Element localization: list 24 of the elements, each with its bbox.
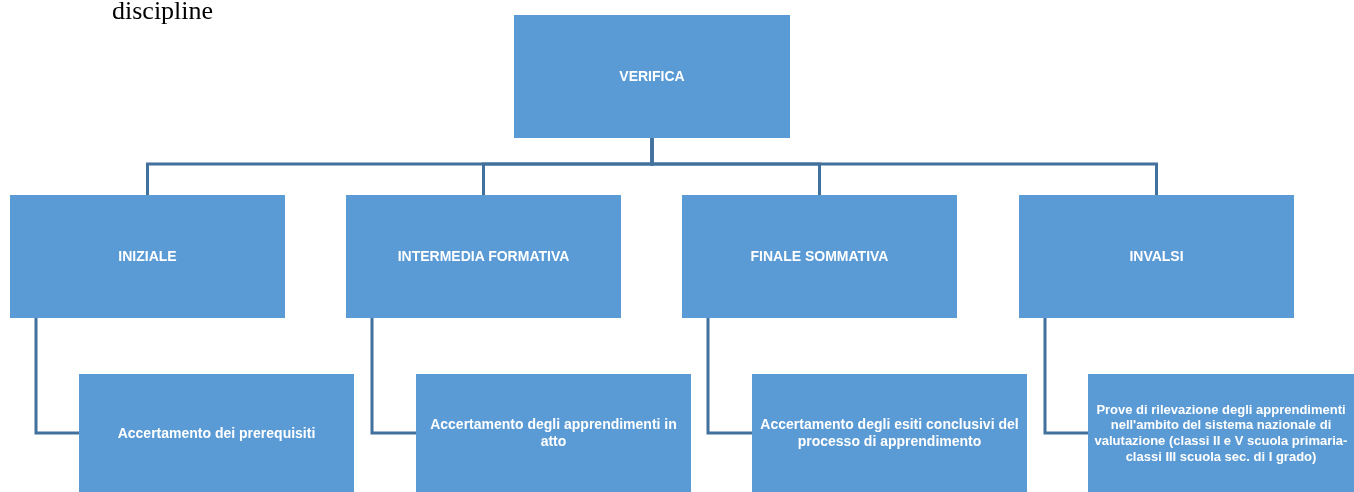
connector-line (370, 318, 416, 435)
connector-line (34, 318, 79, 435)
node-text: Prove di rilevazione degli apprendimenti nell'ambito del sistema nazionale di valutazione (classi II e V scuola primaria- classi III scuola sec. di I grado) (1094, 401, 1348, 465)
connector-line (706, 318, 752, 435)
node-text: INVALSI (1129, 248, 1184, 265)
category-box (10, 195, 285, 318)
category-box (1019, 195, 1294, 318)
description-box (79, 374, 354, 492)
description-box (1088, 374, 1354, 492)
category-box (682, 195, 957, 318)
node-text: FINALE SOMMATIVA (750, 248, 889, 265)
node-text: Accertamento dei prerequisiti (117, 424, 316, 442)
connector-line (650, 138, 1158, 195)
heading-fragment: discipline (112, 0, 214, 24)
root-box (514, 15, 790, 138)
category-box (346, 195, 621, 318)
node-text: INTERMEDIA FORMATIVA (397, 248, 570, 265)
node-text: Accertamento degli esiti conclusivi del processo di apprendimento (759, 416, 1020, 450)
node-text: VERIFICA (619, 68, 685, 85)
description-box (752, 374, 1027, 492)
description-box (416, 374, 691, 492)
connector-line (1043, 318, 1088, 435)
node-text: INIZIALE (118, 248, 177, 265)
node-text: Accertamento degli apprendimenti in atto (429, 416, 678, 450)
